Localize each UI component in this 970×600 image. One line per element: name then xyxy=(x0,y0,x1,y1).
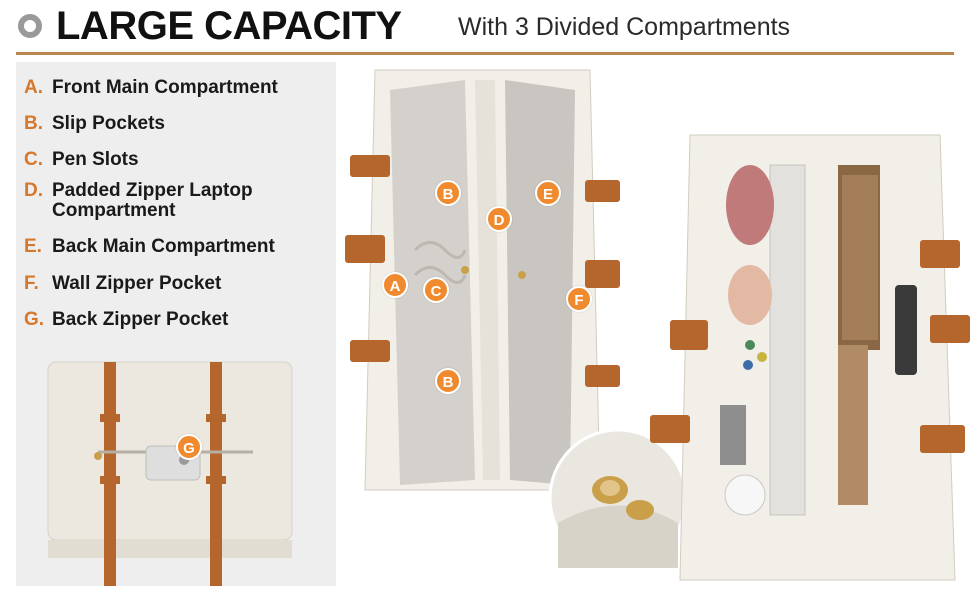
feature-label: Slip Pockets xyxy=(52,113,165,134)
bullet-circle-icon xyxy=(18,14,42,38)
badge-a: A xyxy=(382,272,408,298)
feature-label: Back Zipper Pocket xyxy=(52,309,229,330)
page-title: LARGE CAPACITY xyxy=(56,4,402,48)
feature-label: Back Main Compartment xyxy=(52,236,275,257)
badge-e: E xyxy=(535,180,561,206)
feature-item: F. Wall Zipper Pocket xyxy=(24,274,332,294)
bag-open-filled-image xyxy=(650,134,970,581)
feature-item: A. Front Main Compartment xyxy=(24,78,332,98)
feature-letter: G. xyxy=(24,309,45,330)
feature-label: Padded Zipper Laptop Compartment xyxy=(52,180,253,221)
feature-item: C. Pen Slots xyxy=(24,150,332,170)
feature-letter: D. xyxy=(24,180,43,201)
feature-panel: A. Front Main Compartment B. Slip Pocket… xyxy=(16,62,336,586)
badge-c: C xyxy=(423,277,449,303)
feature-letter: E. xyxy=(24,236,42,257)
badge-b: B xyxy=(435,180,461,206)
feature-label: Pen Slots xyxy=(52,149,139,170)
feature-item: E. Back Main Compartment xyxy=(24,237,332,257)
badge-d: D xyxy=(486,206,512,232)
badge-b: B xyxy=(435,368,461,394)
feature-letter: A. xyxy=(24,77,43,98)
feature-item: G. Back Zipper Pocket xyxy=(24,310,332,330)
feature-letter: C. xyxy=(24,149,43,170)
feature-item: D. Padded Zipper Laptop Compartment xyxy=(24,181,282,221)
header-divider xyxy=(16,52,954,55)
feature-letter: B. xyxy=(24,113,43,134)
feature-label: Front Main Compartment xyxy=(52,77,278,98)
feature-letter: F. xyxy=(24,273,39,294)
bag-back-view-image xyxy=(47,361,293,586)
header: LARGE CAPACITY With 3 Divided Compartmen… xyxy=(0,0,970,60)
page-subtitle: With 3 Divided Compartments xyxy=(458,13,791,41)
magnetic-clasp-closeup-image xyxy=(548,428,688,568)
feature-item: B. Slip Pockets xyxy=(24,114,332,134)
badge-g: G xyxy=(176,434,202,460)
badge-f: F xyxy=(566,286,592,312)
feature-label: Wall Zipper Pocket xyxy=(52,273,222,294)
